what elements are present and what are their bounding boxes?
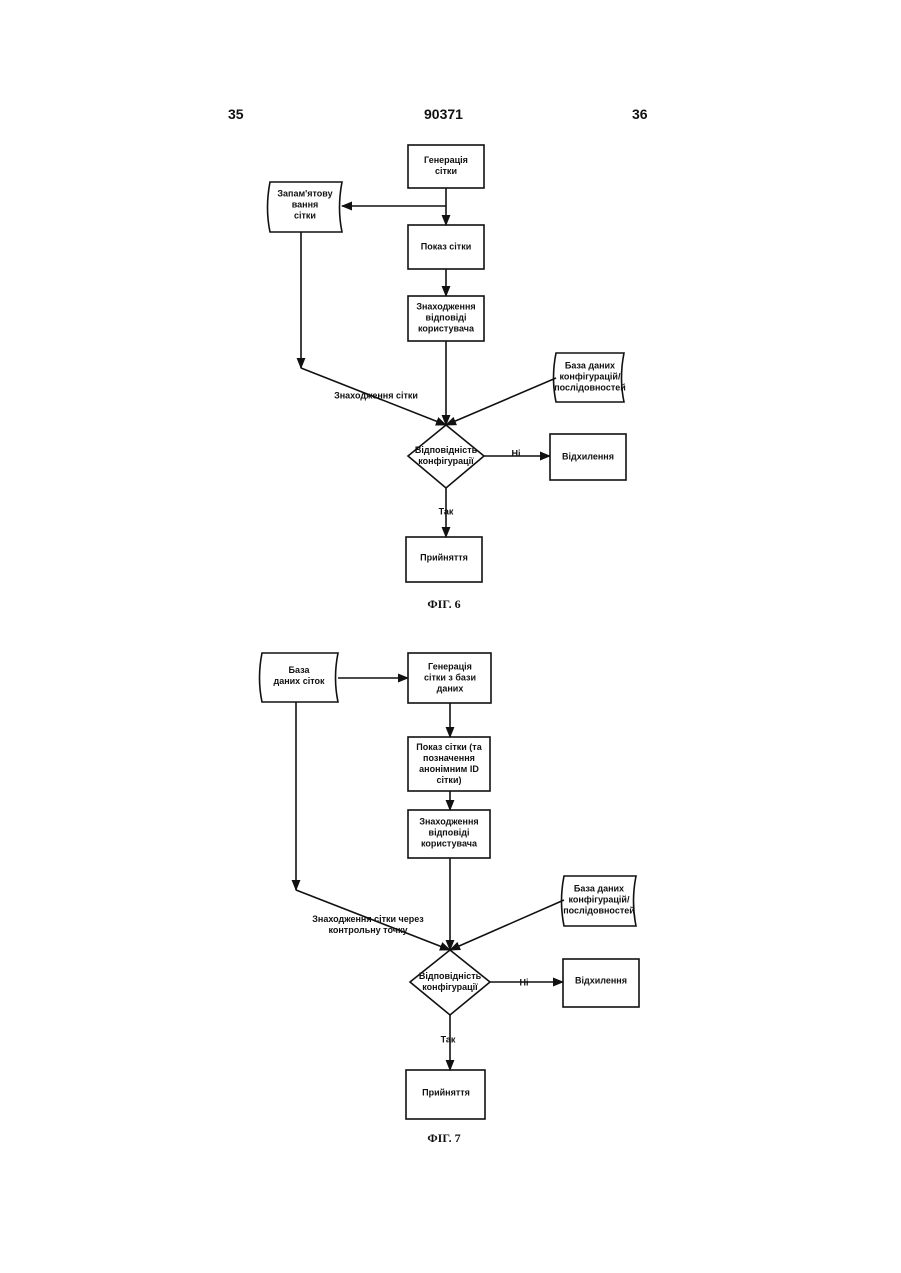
fig7-response-label: Знаходження відповіді користувача bbox=[419, 817, 478, 850]
fig6-response-label: Знаходження відповіді користувача bbox=[416, 302, 475, 335]
fig6-show-label: Показ сітки bbox=[421, 242, 472, 253]
fig6-generate-label: Генерація сітки bbox=[424, 155, 468, 177]
fig7-yes-label: Так bbox=[441, 1035, 456, 1046]
fig6-reject-label: Відхилення bbox=[562, 452, 614, 463]
fig7-caption: ФІГ. 7 bbox=[427, 1131, 460, 1146]
fig6-caption: ФІГ. 6 bbox=[427, 597, 460, 612]
fig6-configdb-label: База даних конфігурацій/ послідовностей bbox=[554, 361, 626, 394]
fig6-findgrid-label: Знаходження сітки bbox=[334, 391, 418, 402]
fig6-match-label: Відповідність конфігурації bbox=[415, 445, 477, 467]
fig6-accept-label: Прийняття bbox=[420, 553, 468, 564]
fig7-griddb-label: База даних сіток bbox=[274, 665, 325, 687]
fig7-accept-label: Прийняття bbox=[422, 1088, 470, 1099]
fig7-show-label: Показ сітки (та позначення анонімним ID … bbox=[416, 742, 481, 786]
fig7-configdb-label: База даних конфігурацій/ послідовностей bbox=[563, 884, 635, 917]
fig6-no-label: Ні bbox=[512, 449, 521, 460]
fig7-reject-label: Відхилення bbox=[575, 976, 627, 987]
fig7-no-label: Ні bbox=[520, 978, 529, 989]
fig6-store-label: Запам'ятову вання сітки bbox=[277, 189, 332, 222]
fig7-db-to-match bbox=[450, 900, 564, 950]
fig7-match-label: Відповідність конфігурації bbox=[419, 971, 481, 993]
fig6-db-to-match bbox=[446, 378, 556, 425]
fig7-findgrid-label: Знаходження сітки через контрольну точку bbox=[312, 914, 424, 936]
fig7-generate-label: Генерація сітки з бази даних bbox=[424, 662, 476, 695]
fig6-yes-label: Так bbox=[439, 507, 454, 518]
